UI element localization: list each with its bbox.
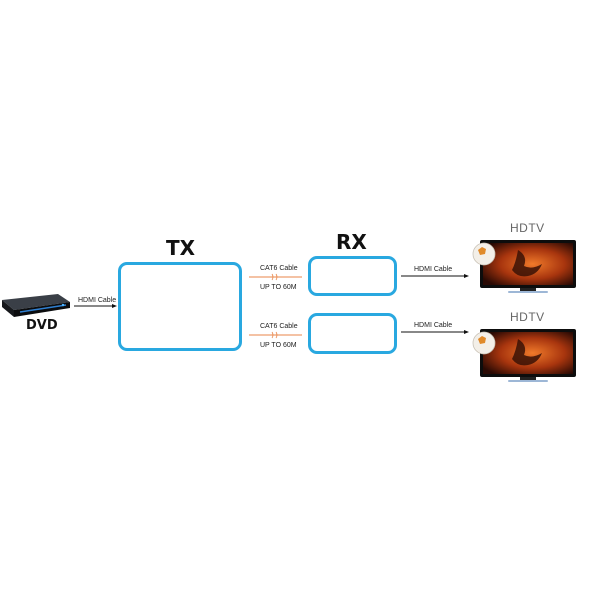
rx-title: RX xyxy=(336,230,367,254)
hdtv-icon xyxy=(472,240,576,293)
cat6-cable-label-top: CAT6 Cable xyxy=(260,265,298,272)
hdmi-cable-label-tv-bottom: HDMI Cable xyxy=(414,322,453,329)
hdtv-label-top: HDTV xyxy=(510,221,545,235)
cat6-range-label-top: UP TO 60M xyxy=(260,284,297,291)
cat6-range-label-bottom: UP TO 60M xyxy=(260,342,297,349)
hdmi-cable-label-tv-top: HDMI Cable xyxy=(414,266,453,273)
tx-title: TX xyxy=(166,236,196,260)
tx-box xyxy=(118,262,242,351)
dvd-label: DVD xyxy=(26,318,58,333)
rx-box-bottom xyxy=(308,313,397,354)
cat6-cable-label-bottom: CAT6 Cable xyxy=(260,323,298,330)
dvd-player-icon xyxy=(2,294,70,317)
hdmi-cable-label-dvd: HDMI Cable xyxy=(78,297,117,304)
rx-box-top xyxy=(308,256,397,296)
hdtv-icon xyxy=(472,329,576,382)
hdtv-label-bottom: HDTV xyxy=(510,310,545,324)
